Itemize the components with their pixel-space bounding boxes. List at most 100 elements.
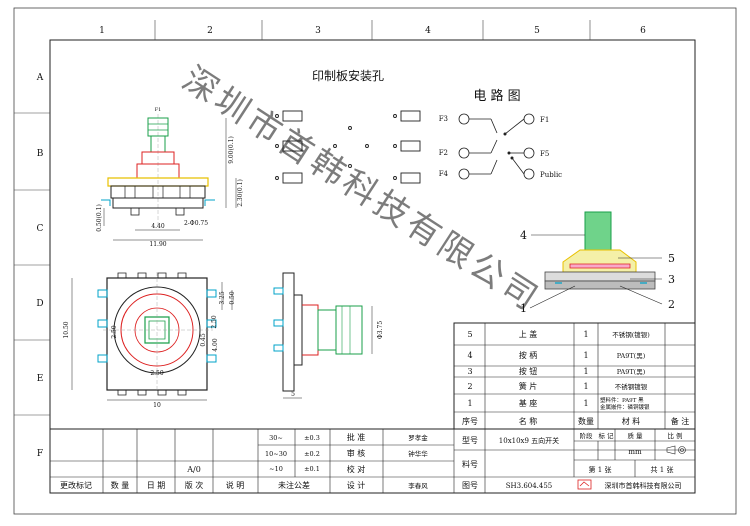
terminal-f2: F2 bbox=[439, 149, 448, 157]
row-E: E bbox=[37, 374, 44, 384]
terminal-f5: F5 bbox=[540, 150, 549, 158]
bom-row2-name: 簧 片 bbox=[519, 381, 538, 391]
bom-row1-no: 1 bbox=[467, 399, 472, 408]
row-F: F bbox=[37, 449, 43, 459]
approve-role-2: 审 核 bbox=[347, 448, 366, 458]
drawing-value: SH3.604.455 bbox=[506, 482, 553, 490]
dim-f1: F1 bbox=[155, 107, 162, 113]
sheet-number: 第 1 张 bbox=[589, 465, 612, 474]
dim-height-body: 2.30(0.1) bbox=[237, 179, 244, 207]
title-block: 30~ ±0.3 10~30 ±0.2 ~10 ±0.1 未注公差 批 准 罗孝… bbox=[49, 428, 696, 494]
sheet-total: 共 1 张 bbox=[651, 465, 674, 474]
bom-row2-material: 不锈钢镀银 bbox=[615, 382, 648, 391]
dim-400: 4.00 bbox=[212, 338, 219, 352]
drawing-label: 图号 bbox=[462, 481, 478, 490]
dim-5: 5 bbox=[291, 391, 295, 398]
bom-header-qty: 数量 bbox=[578, 416, 594, 426]
tol-range-1: 30~ bbox=[269, 434, 283, 442]
dim-10: 10 bbox=[153, 402, 161, 409]
row-D: D bbox=[36, 299, 43, 309]
approve-name-2: 钟华华 bbox=[408, 449, 428, 458]
terminal-f4: F4 bbox=[439, 170, 449, 178]
dim-250: 2.50 bbox=[111, 325, 118, 339]
bom-table: 5 上 盖 1 不锈钢(镀银) 4 按 柄 1 PA9T(黑) 3 按 钮 1 … bbox=[453, 322, 696, 430]
company-name: 深圳市首韩科技有限公司 bbox=[605, 481, 682, 490]
dim-045: 0.45 bbox=[200, 333, 207, 347]
row-B: B bbox=[37, 149, 44, 159]
bom-row4-material: PA9T(黑) bbox=[617, 352, 646, 360]
dim-height-total: 9.00(0.1) bbox=[228, 136, 235, 164]
tol-value-2: ±0.2 bbox=[304, 450, 320, 458]
top-view: 10.50 10 2.50 2.50 3.25 0.50 2.50 0.45 4… bbox=[63, 272, 236, 409]
col-5: 5 bbox=[534, 26, 540, 36]
model-label: 型号 bbox=[462, 436, 478, 445]
cross-section: 4 5 3 1 2 bbox=[520, 211, 675, 315]
callout-2: 2 bbox=[668, 298, 675, 311]
bom-row5-qty: 1 bbox=[583, 330, 588, 339]
approve-role-4: 设 计 bbox=[347, 480, 366, 490]
row-markers: A B C D E F bbox=[14, 73, 50, 459]
projection-symbol-icon bbox=[666, 445, 686, 455]
weight-label: 质 量 bbox=[627, 431, 643, 440]
row-C: C bbox=[37, 224, 44, 234]
bom-row5-no: 5 bbox=[467, 330, 472, 339]
bom-row4-name: 按 柄 bbox=[519, 350, 538, 360]
circuit-diagram: F3 F2 F4 F1 F5 Public bbox=[439, 113, 562, 180]
side-view-2: Φ3.75 5 bbox=[273, 272, 384, 399]
rev-header-mark: 更改标记 bbox=[60, 480, 92, 490]
bom-row1-name: 基 座 bbox=[519, 398, 538, 408]
bom-header-material: 材 料 bbox=[622, 416, 641, 426]
col-4: 4 bbox=[425, 26, 431, 36]
bom-row3-material: PA9T(黑) bbox=[617, 368, 646, 376]
callout-3: 3 bbox=[668, 273, 675, 286]
tol-value-1: ±0.3 bbox=[304, 434, 320, 442]
col-3: 3 bbox=[315, 26, 321, 36]
model-value: 10x10x9 五向开关 bbox=[499, 436, 559, 445]
revision-version: A/0 bbox=[186, 465, 201, 474]
dim-shaft-dia: Φ3.75 bbox=[377, 321, 384, 339]
bom-header-no: 序号 bbox=[462, 416, 478, 426]
dim-250b: 2.50 bbox=[211, 315, 218, 329]
dim-1190: 11.90 bbox=[149, 241, 166, 248]
bom-row3-qty: 1 bbox=[583, 367, 588, 376]
side-view: F1 9.00(0.1) 2.30(0.1) 0.50(0.1) 2-Φ0.75… bbox=[96, 107, 244, 248]
col-6: 6 bbox=[640, 26, 646, 36]
terminal-f3: F3 bbox=[439, 115, 448, 123]
rev-header-date: 日 期 bbox=[147, 481, 166, 490]
bom-row5-name: 上 盖 bbox=[519, 329, 538, 339]
bom-row2-no: 2 bbox=[467, 382, 472, 391]
tol-range-2: 10~30 bbox=[265, 450, 287, 458]
terminal-f1: F1 bbox=[540, 116, 549, 124]
dim-1050: 10.50 bbox=[63, 321, 70, 338]
part-label: 料号 bbox=[462, 459, 478, 469]
col-1: 1 bbox=[99, 26, 105, 36]
dim-050: 0.50 bbox=[229, 291, 236, 305]
bom-row1-qty: 1 bbox=[583, 399, 588, 408]
approve-name-1: 罗孝金 bbox=[408, 433, 428, 442]
outer-frame bbox=[13, 7, 737, 515]
tol-value-3: ±0.1 bbox=[304, 465, 320, 473]
tol-unspecified: 未注公差 bbox=[278, 480, 310, 490]
dim-pin-pitch: 2-Φ0.75 bbox=[184, 220, 208, 227]
company-logo-icon bbox=[577, 479, 592, 490]
dim-440: 4.40 bbox=[151, 223, 165, 230]
mark-label: 标 记 bbox=[598, 431, 614, 440]
bom-row1-material-2: 金属嵌件：磷铜镀银 bbox=[600, 403, 650, 411]
callout-4: 4 bbox=[520, 229, 527, 242]
rev-header-desc: 说 明 bbox=[226, 480, 245, 490]
approve-role-3: 校 对 bbox=[347, 464, 366, 474]
circuit-title: 电 路 图 bbox=[473, 88, 520, 104]
callout-5: 5 bbox=[668, 252, 675, 265]
approve-role-1: 批 准 bbox=[347, 432, 366, 442]
bom-row5-material: 不锈钢(镀银) bbox=[612, 330, 650, 339]
row-A: A bbox=[36, 73, 44, 83]
stage-label: 阶段 bbox=[580, 431, 594, 440]
dim-pin-width: 0.50(0.1) bbox=[96, 204, 103, 232]
bom-row3-no: 3 bbox=[467, 367, 472, 376]
rev-header-version: 版 次 bbox=[185, 480, 204, 490]
terminal-public: Public bbox=[540, 171, 562, 179]
dim-bottom-250: 2.50 bbox=[150, 370, 164, 377]
scale-label: 比 例 bbox=[667, 431, 682, 440]
dim-325: 3.25 bbox=[219, 291, 226, 305]
